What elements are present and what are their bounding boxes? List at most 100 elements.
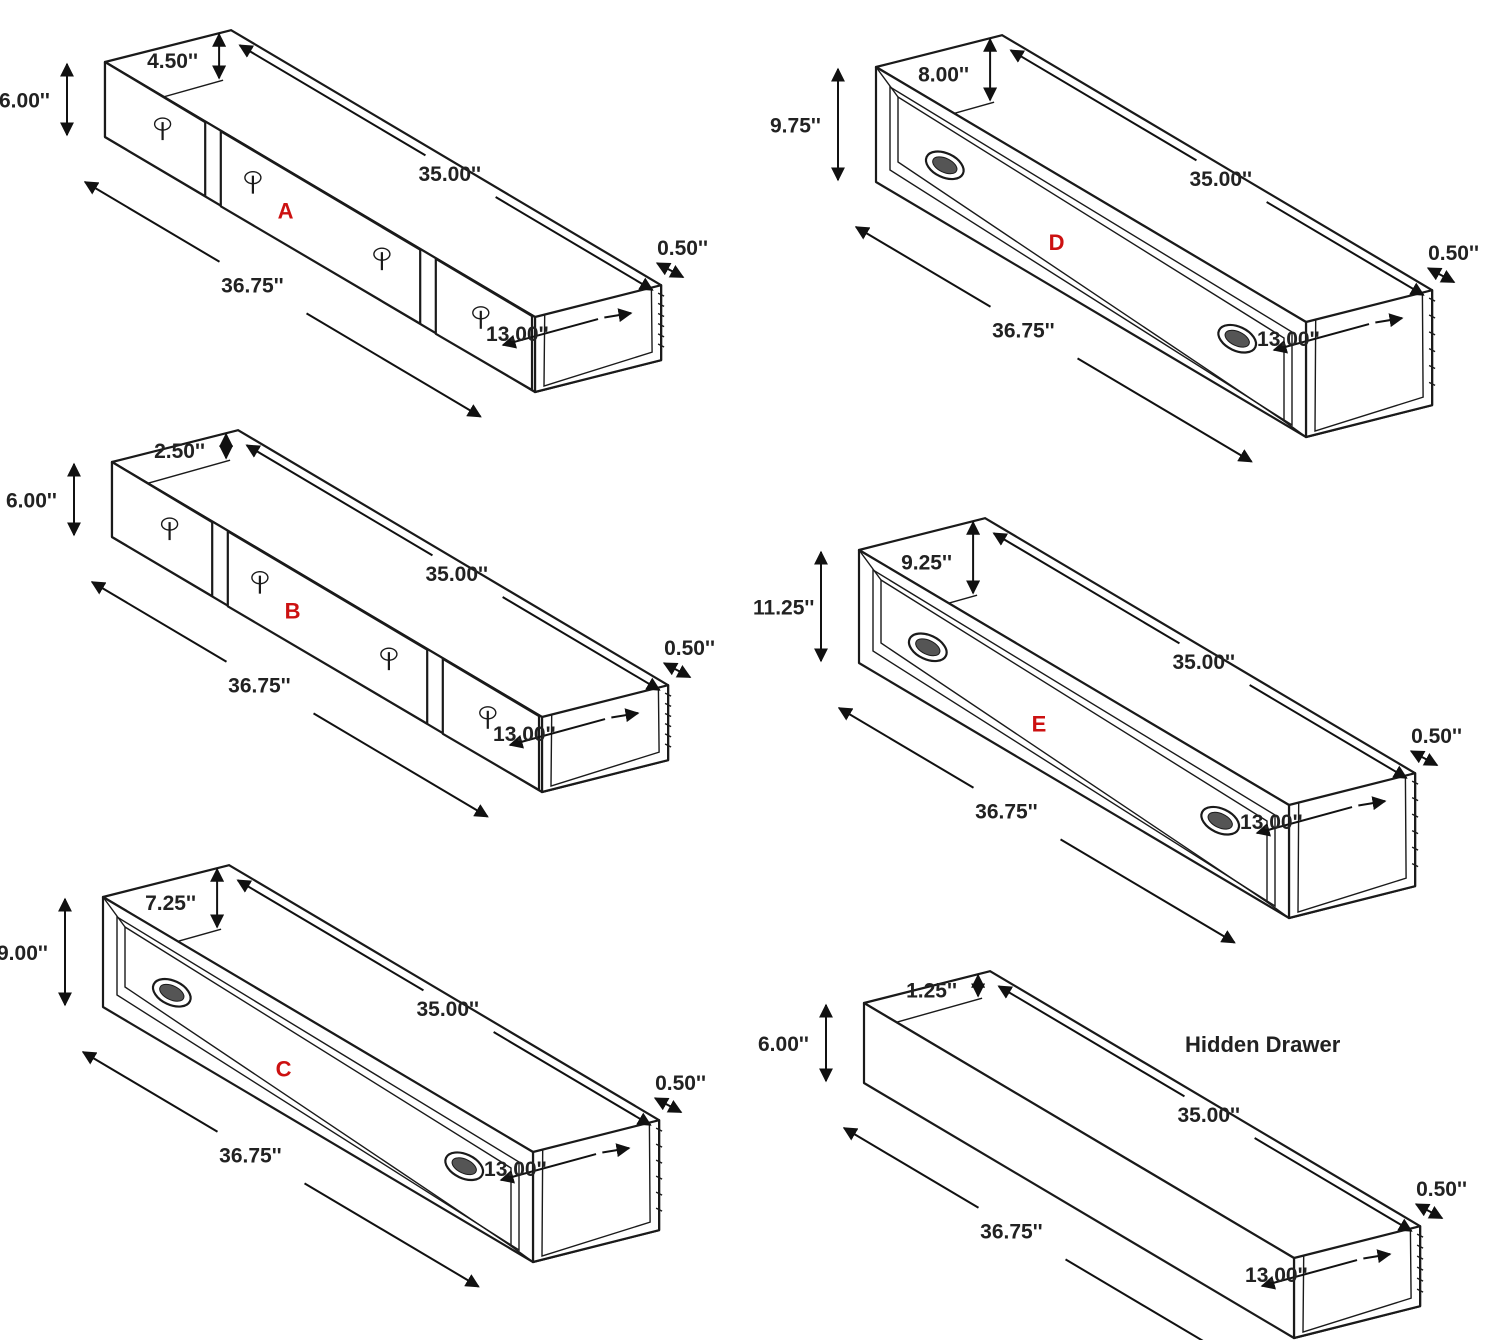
inner-length-label: 35.00'': [416, 998, 479, 1021]
ring-pull-icon: [373, 247, 391, 271]
ring-pull-icon: [251, 570, 269, 594]
front-panel: [103, 60, 207, 198]
length-arrow-left: [842, 1127, 980, 1209]
ring-pull-icon: [479, 706, 497, 729]
length-label: 36.75'': [219, 1145, 282, 1168]
inner-width-arrow-left: [499, 1153, 597, 1184]
wall-thickness-label: 0.50'': [657, 237, 708, 260]
drawer-c: 9.00''7.25''35.00''13.00''0.50''36.75''C: [0, 864, 706, 1288]
inner-length-label: 35.00'': [1172, 651, 1235, 674]
oval-pull-outer: [151, 977, 192, 1008]
length-arrow-right: [306, 312, 482, 418]
dovetail-mark: [1416, 1233, 1424, 1238]
drawer-letter: C: [276, 1057, 292, 1082]
length-arrow-right: [313, 712, 489, 818]
oval-pull-inner: [451, 1157, 477, 1176]
inner-depth-label: 9.25'': [901, 552, 952, 575]
dovetail-mark: [1411, 780, 1419, 785]
front-panel: [434, 257, 534, 392]
inner-width-label: 13.00'': [493, 723, 556, 746]
inner-width-arrow-right: [1363, 1249, 1392, 1264]
oval-pull-outer: [1217, 323, 1258, 354]
length-label: 36.75'': [221, 275, 284, 298]
oval-pull-icon: [1217, 323, 1258, 354]
length-arrow-left: [854, 226, 992, 308]
dovetail-mark: [664, 723, 672, 728]
dovetail-mark: [657, 302, 665, 307]
inner-depth-label: 4.50'': [147, 50, 198, 73]
dovetail-mark: [1416, 1288, 1424, 1293]
dovetail-mark: [657, 292, 665, 297]
dovetail-mark: [1428, 381, 1436, 386]
length-arrow-left: [83, 181, 221, 263]
inner-length-arrow-back: [1009, 49, 1197, 162]
dovetail-mark: [655, 1191, 663, 1196]
ring-pull-icon: [380, 647, 398, 671]
length-arrow-right: [1060, 838, 1236, 944]
ring-pull-icon: [160, 517, 179, 541]
inner-length-label: 35.00'': [1177, 1104, 1240, 1127]
length-arrow-right: [1077, 357, 1253, 463]
length-arrow-left: [90, 581, 228, 663]
drawer-a: 6.00''4.50''35.00''13.00''0.50''36.75''A: [0, 29, 708, 418]
oval-pull-inner: [159, 983, 185, 1002]
inner-width-arrow-left: [1272, 323, 1370, 354]
wall-thickness-label: 0.50'': [1416, 1178, 1467, 1201]
inner-width-arrow-left: [1260, 1259, 1358, 1290]
drawer-letter: D: [1049, 230, 1065, 255]
dovetail-mark: [1416, 1266, 1424, 1271]
front-frame-inner: [116, 915, 520, 1252]
front-panel: [110, 460, 214, 598]
inner-width-arrow-right: [602, 1143, 631, 1158]
inner-width-arrow-right: [611, 708, 640, 723]
inner-length-label: 35.00'': [1189, 168, 1252, 191]
inner-length-arrow-front: [1254, 1137, 1413, 1232]
inner-width-label: 13.00'': [1245, 1264, 1308, 1287]
wall-thickness-label: 0.50'': [655, 1072, 706, 1095]
inner-length-arrow-back: [245, 444, 433, 557]
side-inner-edge: [1297, 774, 1407, 913]
drawer-hidden: 6.00''1.25''35.00''13.00''0.50''36.75''H…: [758, 970, 1467, 1340]
front-frame-inner: [889, 85, 1293, 427]
inner-width-arrow-right: [604, 308, 633, 323]
front-panel: [219, 130, 422, 325]
dovetail-mark: [664, 733, 672, 738]
oval-pull-inner: [932, 156, 958, 175]
oval-pull-outer: [924, 150, 965, 181]
inner-length-arrow-front: [1266, 201, 1425, 296]
length-arrow-right: [1065, 1258, 1204, 1340]
back-edge: [110, 864, 660, 1121]
back-edge: [866, 517, 1416, 774]
inner-depth-label: 7.25'': [145, 892, 196, 915]
wall-thickness-arrow: [1414, 1203, 1444, 1220]
inner-depth-label: 8.00'': [918, 64, 969, 87]
dovetail-mark: [1411, 846, 1419, 851]
inner-length-arrow-front: [495, 196, 654, 291]
drawer-letter: B: [285, 599, 301, 624]
dovetail-mark: [1416, 1277, 1424, 1282]
dovetail-mark: [1411, 797, 1419, 802]
side-inner-edge: [550, 686, 660, 787]
side-inner-edge: [541, 1121, 651, 1257]
inner-length-arrow-front: [502, 596, 661, 691]
height-label: 9.75'': [770, 115, 821, 138]
dovetail-mark: [1428, 331, 1436, 336]
oval-pull-inner: [915, 638, 941, 657]
dovetail-mark: [1411, 830, 1419, 835]
oval-pull-outer: [444, 1151, 485, 1182]
dovetail-mark: [664, 712, 672, 718]
oval-pull-inner: [1224, 329, 1250, 348]
drawer-e: 11.25''9.25''35.00''13.00''0.50''36.75''…: [753, 517, 1462, 944]
inner-width-arrow-left: [501, 318, 599, 349]
inner-width-arrow-right: [1375, 313, 1404, 328]
inner-length-arrow-back: [238, 44, 426, 157]
frame-miter: [1266, 901, 1290, 919]
front-panel: [226, 530, 429, 725]
inner-width-label: 13.00'': [1257, 328, 1320, 351]
dovetail-mark: [655, 1175, 663, 1180]
oval-pull-icon: [444, 1151, 485, 1182]
inner-width-label: 13.00'': [1240, 811, 1303, 834]
frame-miter: [510, 1245, 534, 1263]
ring-pull-icon: [244, 170, 262, 194]
